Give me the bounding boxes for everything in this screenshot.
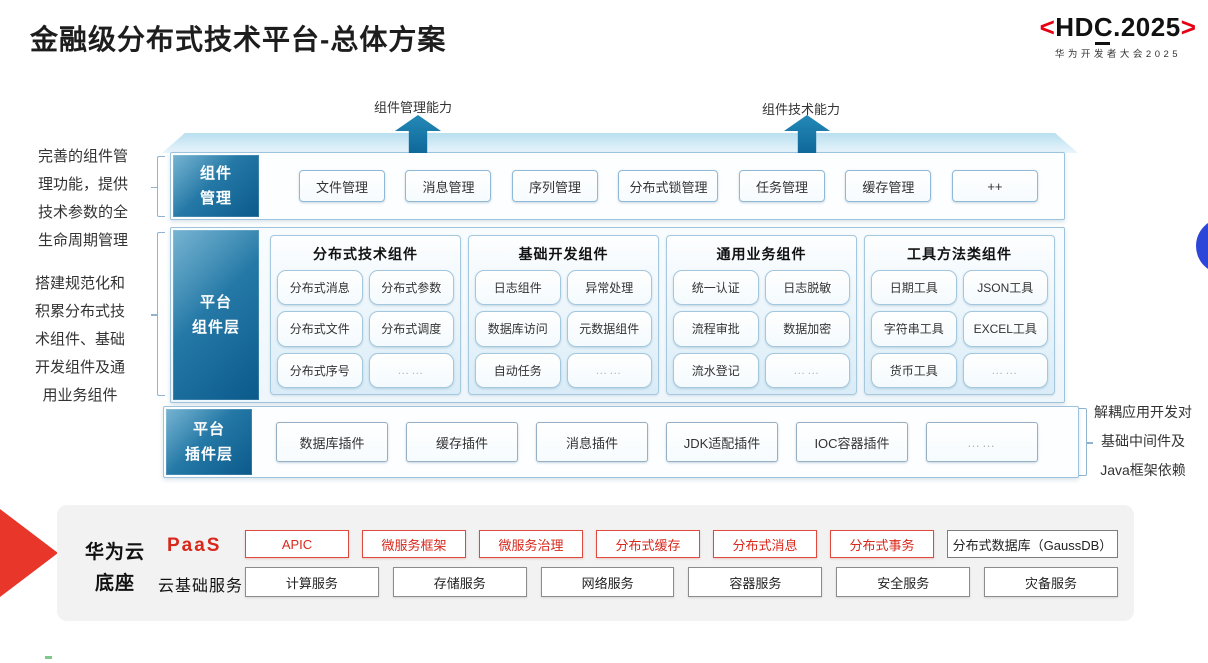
- hdc-logo-subtitle: 华为开发者大会2025: [1054, 49, 1182, 60]
- paas-service-box: 分布式事务: [830, 530, 934, 558]
- component-cell: ……: [368, 352, 454, 388]
- component-cell: 字符串工具: [871, 311, 957, 347]
- left-bracket: [151, 232, 165, 396]
- component-cell: ……: [962, 352, 1048, 388]
- cloud-service-box: 网络服务: [540, 567, 675, 597]
- arrow-label-manage: 组件管理能力: [374, 100, 453, 115]
- note-component-building: 搭建规范化和 积累分布式技 术组件、基础 开发组件及通 用业务组件: [34, 275, 125, 404]
- manage-item-box: 分布式锁管理: [618, 170, 719, 202]
- cloud-service-items: 计算服务存储服务网络服务容器服务安全服务灾备服务: [245, 567, 1118, 597]
- blue-circle-decoration: [1196, 218, 1208, 274]
- component-cell: JSON工具: [962, 270, 1048, 306]
- cloud-services-label: 云基础服务: [158, 578, 244, 595]
- component-cell: EXCEL工具: [962, 311, 1048, 347]
- component-groups: 分布式技术组件 分布式消息 分布式参数 分布式文件 分布式调度 分布式序号 ………: [261, 228, 1064, 402]
- component-cell: 数据加密: [764, 311, 850, 347]
- paas-service-box: 微服务框架: [362, 530, 466, 558]
- hdc-logo-text: <HDC.2025>: [1032, 12, 1204, 45]
- layer-platform-plugins: 平台 插件层 数据库插件缓存插件消息插件 JDK适配插件 IOC容器插件 ……: [163, 406, 1079, 478]
- cloud-service-box: 存储服务: [392, 567, 527, 597]
- component-group-title: 工具方法类组件: [907, 246, 1012, 262]
- manage-item-box: 文件管理: [299, 170, 385, 202]
- cloud-service-box: 安全服务: [836, 567, 971, 597]
- cloud-service-box: 计算服务: [245, 567, 379, 597]
- foundation-label: 华为云 底座: [84, 542, 145, 594]
- component-group-grid: 分布式消息 分布式参数 分布式文件 分布式调度 分布式序号 ……: [277, 270, 454, 388]
- component-cell: 日志组件: [475, 270, 561, 306]
- hdc-logo: <HDC.2025> 华为开发者大会2025: [1032, 12, 1204, 60]
- platform-top-face: [162, 133, 1078, 153]
- plugin-item-box: 缓存插件: [406, 422, 518, 462]
- logo-left-angle: <: [1039, 12, 1056, 42]
- huawei-cloud-foundation-panel: 华为云 底座 PaaS APIC 微服务框架微服务治理分布式缓存分布式消息分布式事…: [57, 505, 1134, 621]
- layer-label-component-manage: 组件 管理: [173, 155, 259, 217]
- cloud-service-box: 容器服务: [688, 567, 823, 597]
- component-group: 基础开发组件 日志组件 异常处理 数据库访问 元数据组件 自动任务 ……: [468, 235, 659, 395]
- component-cell: 统一认证: [673, 270, 759, 306]
- component-group-title: 通用业务组件: [716, 246, 807, 262]
- note-component-management: 完善的组件管 理功能，提供 技术参数的全 生命周期管理: [37, 148, 128, 249]
- paas-service-box: APIC: [245, 530, 349, 558]
- component-cell: ……: [566, 352, 652, 388]
- component-cell: 分布式消息: [277, 270, 363, 306]
- component-group: 工具方法类组件 日期工具 JSON工具 字符串工具 EXCEL工具 货币工具 ……: [864, 235, 1055, 395]
- component-cell: 流程审批: [673, 311, 759, 347]
- right-bracket: [1079, 408, 1093, 476]
- component-cell: 日志脱敏: [764, 270, 850, 306]
- layer-label-platform-plugins: 平台 插件层: [166, 409, 252, 475]
- plugin-items: 数据库插件缓存插件消息插件 JDK适配插件 IOC容器插件 ……: [254, 407, 1078, 477]
- paas-service-box: 分布式缓存: [596, 530, 700, 558]
- component-cell: 货币工具: [871, 352, 957, 388]
- red-arrow-pointer: [0, 509, 58, 597]
- component-group-title: 基础开发组件: [518, 246, 609, 262]
- plugin-item-box: 数据库插件: [276, 422, 388, 462]
- paas-items: APIC 微服务框架微服务治理分布式缓存分布式消息分布式事务分布式数据库（Gaus…: [245, 530, 1118, 558]
- arrow-label-tech: 组件技术能力: [762, 102, 841, 117]
- note-decoupling: 解耦应用开发对 基础中间件及 Java框架依赖: [1094, 404, 1192, 478]
- component-group-grid: 日期工具 JSON工具 字符串工具 EXCEL工具 货币工具 ……: [871, 270, 1048, 388]
- component-cell: 数据库访问: [475, 311, 561, 347]
- paas-service-box: 分布式消息: [713, 530, 817, 558]
- manage-item-box: 序列管理: [511, 170, 598, 202]
- logo-c-underline: [1095, 42, 1110, 45]
- component-cell: 分布式参数: [368, 270, 454, 306]
- component-cell: 分布式序号: [277, 352, 363, 388]
- component-cell: ……: [764, 352, 850, 388]
- manage-item-box: 缓存管理: [845, 170, 932, 202]
- plugin-item-box: IOC容器插件: [796, 422, 908, 462]
- component-cell: 自动任务: [475, 352, 561, 388]
- layer-label-platform-components: 平台 组件层: [173, 230, 259, 400]
- component-cell: 日期工具: [871, 270, 957, 306]
- page-title: 金融级分布式技术平台-总体方案: [30, 24, 447, 55]
- layer-platform-components: 平台 组件层 分布式技术组件 分布式消息 分布式参数 分布式文件 分布式调度 分…: [170, 227, 1065, 403]
- component-group: 分布式技术组件 分布式消息 分布式参数 分布式文件 分布式调度 分布式序号 ……: [270, 235, 461, 395]
- manage-item-box: 任务管理: [738, 170, 825, 202]
- plugin-item-box: JDK适配插件: [666, 422, 778, 462]
- plugin-item-box: 消息插件: [536, 422, 648, 462]
- green-speck: [45, 656, 52, 659]
- component-cell: 元数据组件: [566, 311, 652, 347]
- paas-label: PaaS: [167, 535, 222, 556]
- component-cell: 分布式文件: [277, 311, 363, 347]
- component-group: 通用业务组件 统一认证 日志脱敏 流程审批 数据加密 流水登记 ……: [666, 235, 857, 395]
- left-bracket: [151, 156, 165, 217]
- manage-item-box: ++: [951, 170, 1038, 202]
- layer-component-manage: 组件 管理 文件管理消息管理序列管理分布式锁管理任务管理缓存管理 ++: [170, 152, 1065, 220]
- cloud-service-box: 灾备服务: [984, 567, 1118, 597]
- logo-name: HDC.2025: [1055, 12, 1181, 42]
- component-cell: 分布式调度: [368, 311, 454, 347]
- plugin-item-box: ……: [926, 422, 1038, 462]
- paas-service-box: 分布式数据库（GaussDB）: [947, 530, 1118, 558]
- component-cell: 流水登记: [673, 352, 759, 388]
- manage-item-box: 消息管理: [405, 170, 492, 202]
- component-group-grid: 统一认证 日志脱敏 流程审批 数据加密 流水登记 ……: [673, 270, 850, 388]
- logo-right-angle: >: [1180, 12, 1197, 42]
- manage-items: 文件管理消息管理序列管理分布式锁管理任务管理缓存管理 ++: [261, 153, 1064, 219]
- component-cell: 异常处理: [566, 270, 652, 306]
- component-group-grid: 日志组件 异常处理 数据库访问 元数据组件 自动任务 ……: [475, 270, 652, 388]
- paas-service-box: 微服务治理: [479, 530, 583, 558]
- component-group-title: 分布式技术组件: [313, 246, 418, 262]
